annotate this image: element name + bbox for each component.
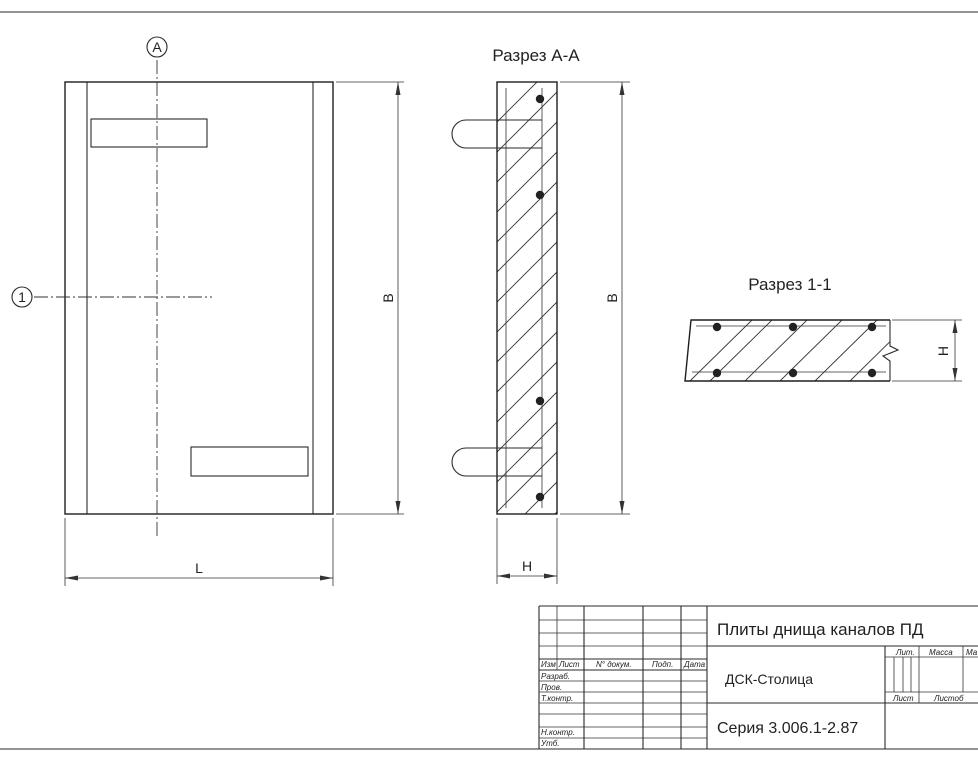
dimension-b-front: В [336,81,404,515]
dimension-l-label: L [195,560,203,576]
dimension-h-section-label: Н [522,558,532,574]
row-razrab-label: Разраб. [541,672,570,681]
sheet-frame [0,11,978,750]
front-view [34,60,334,538]
axis-1-marker: 1 [11,286,33,308]
doc-title: Плиты днища каналов ПД [717,620,924,639]
axis-1-label: 1 [18,289,26,305]
axis-a-marker: А [146,36,168,58]
col-data-label: Дата [683,660,706,669]
dimension-h-cut: Н [892,319,962,382]
lifting-loop-top [451,119,542,149]
lit-label: Лит. [895,648,915,657]
organization-name: ДСК-Столица [725,671,813,687]
section-11-title: Разрез 1-1 [748,275,831,294]
dimension-l: L [64,518,334,586]
rebar-dot [535,492,545,502]
series-number: Серия 3.006.1-2.87 [717,720,858,737]
rebar-dot [867,368,877,378]
dimension-b-section: В [560,81,630,515]
row-nkontr-label: Н.контр. [541,728,575,737]
break-line [881,320,900,381]
section-aa-title: Разрез А-А [492,46,580,65]
loop-slot-top [90,118,208,148]
dimension-h-section: Н [496,518,558,584]
rebar-dot [712,322,722,332]
axis-a-label: А [152,39,162,55]
col-podp-label: Подп. [652,660,673,669]
rebar-dot [535,396,545,406]
rebar-dot [535,94,545,104]
rebar-dot [867,322,877,332]
sheet-label: Лист [892,694,914,703]
row-utv-label: Утб. [540,739,560,748]
dimension-b-section-label: В [604,293,620,302]
col-izm-label: Изм [541,660,556,669]
rebar-dot [712,368,722,378]
row-prov-label: Пров. [541,683,562,692]
rebar-dot [788,322,798,332]
rebar-dot [788,368,798,378]
title-block: Изм Лист N° докум. Подп. Дата Разраб. Пр… [538,605,978,749]
rebar-dot [535,190,545,200]
sheets-label: Листоб [933,694,964,703]
section-aa [451,81,558,515]
dimension-b-front-label: В [380,293,396,302]
section-11 [684,319,900,382]
dimension-h-cut-label: Н [935,346,951,356]
row-tkontr-label: Т.контр. [541,694,573,703]
loop-slot-bottom [190,446,309,477]
lifting-loop-bottom [451,447,542,477]
col-list-label: Лист [558,660,580,669]
mass-label: Масса [929,648,953,657]
col-ndoc-label: N° докум. [596,660,632,669]
scale-label: Ма [966,648,978,657]
